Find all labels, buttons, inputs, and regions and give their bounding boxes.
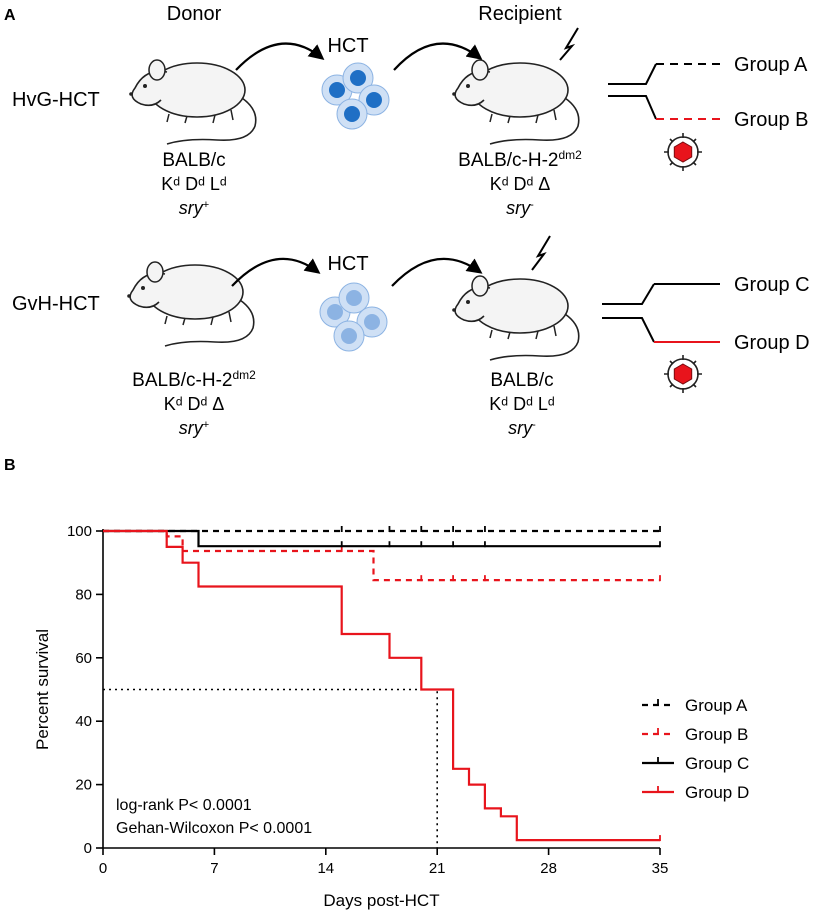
- x-tick-label: 35: [652, 860, 669, 877]
- recipient-sry: sry-: [506, 198, 534, 218]
- x-tick-label: 14: [317, 860, 334, 877]
- donor-sry: sry+: [179, 418, 209, 438]
- recipient-strain: BALB/c: [490, 370, 553, 391]
- donor-mouse-icon: [126, 261, 255, 347]
- y-tick-label: 60: [75, 650, 92, 667]
- donor-mouse-icon: [128, 59, 257, 145]
- virus-icon: [663, 354, 703, 394]
- recipient-strain: BALB/c-H-2dm2: [458, 148, 582, 171]
- group-branch-up: [608, 63, 657, 85]
- panel-a-label: A: [4, 7, 16, 24]
- transfer-arrow-icon: [231, 257, 321, 287]
- donor-cells-icon: [319, 282, 388, 352]
- group-branch-down: [608, 95, 657, 120]
- group-d-label: Group D: [734, 332, 810, 354]
- panel-a: A Donor Recipient HvG-HCT HCT BALB/c Kᵈ …: [4, 3, 810, 438]
- annotation-text: Gehan-Wilcoxon P< 0.0001: [116, 820, 312, 837]
- group-a-label: Group A: [734, 54, 808, 76]
- legend-label: Group B: [685, 725, 748, 744]
- donor-strain: BALB/c: [162, 150, 225, 171]
- hct-label: HCT: [327, 253, 368, 275]
- transfer-arrow-icon: [393, 42, 483, 71]
- recipient-column-header: Recipient: [478, 3, 562, 25]
- group-branch-up: [602, 283, 655, 305]
- x-axis-label: Days post-HCT: [323, 891, 439, 910]
- donor-cells-icon: [321, 62, 390, 130]
- y-axis-label: Percent survival: [33, 629, 52, 750]
- series-group-b-line: [103, 529, 660, 582]
- donor-column-header: Donor: [167, 3, 222, 25]
- y-tick-label: 40: [75, 713, 92, 730]
- donor-haplotype: Kᵈ Dᵈ Δ: [164, 394, 225, 414]
- donor-sry: sry+: [179, 198, 209, 218]
- hvg-row-label: HvG-HCT: [12, 89, 100, 111]
- recipient-mouse-icon: [451, 275, 580, 361]
- recipient-haplotype: Kᵈ Dᵈ Lᵈ: [489, 394, 555, 414]
- recipient-sry: sry-: [508, 418, 536, 438]
- donor-strain: BALB/c-H-2dm2: [132, 368, 256, 391]
- transfer-arrow-icon: [235, 42, 325, 71]
- panel-b-label: B: [4, 457, 16, 474]
- series-group-c-line: [103, 529, 660, 548]
- virus-icon: [663, 132, 703, 172]
- annotation-text: log-rank P< 0.0001: [116, 797, 252, 814]
- group-b-label: Group B: [734, 109, 808, 131]
- gvh-row-label: GvH-HCT: [12, 293, 100, 315]
- group-branch-down: [602, 317, 655, 343]
- legend-label: Group C: [685, 754, 749, 773]
- transfer-arrow-icon: [391, 257, 483, 287]
- series-group-d-line: [103, 529, 660, 842]
- y-tick-label: 0: [84, 840, 92, 857]
- irradiation-bolt-icon: [559, 27, 579, 61]
- gvh-row: GvH-HCT HCT BALB/c-H-2dm2 Kᵈ Dᵈ Δ sry+ B…: [12, 235, 810, 438]
- x-tick-label: 7: [210, 860, 218, 877]
- y-tick-label: 80: [75, 586, 92, 603]
- recipient-haplotype: Kᵈ Dᵈ Δ: [490, 174, 551, 194]
- x-tick-label: 28: [540, 860, 557, 877]
- group-c-label: Group C: [734, 274, 810, 296]
- x-tick-label: 21: [429, 860, 446, 877]
- recipient-mouse-icon: [451, 59, 580, 145]
- legend-label: Group D: [685, 783, 749, 802]
- legend-label: Group A: [685, 696, 748, 715]
- y-tick-label: 20: [75, 777, 92, 794]
- hvg-row: HvG-HCT HCT BALB/c Kᵈ Dᵈ Lᵈ sry+ BALB/c-…: [12, 27, 808, 218]
- x-tick-label: 0: [99, 860, 107, 877]
- irradiation-bolt-icon: [531, 235, 551, 271]
- y-tick-label: 100: [67, 523, 92, 540]
- hct-label: HCT: [327, 35, 368, 57]
- median-survival-line: [103, 688, 438, 848]
- donor-haplotype: Kᵈ Dᵈ Lᵈ: [161, 174, 227, 194]
